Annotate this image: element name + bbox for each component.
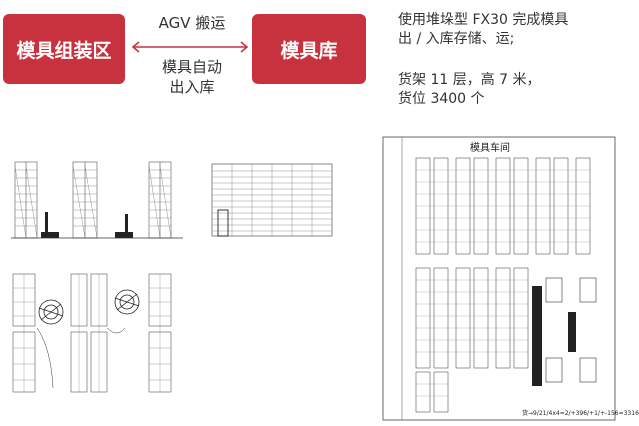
agv-transport-label: AGV 搬运 [158,14,226,32]
mold-warehouse-box: 模具库 [252,14,366,84]
rack-plan-view-drawing [12,273,172,393]
bidirectional-arrow [131,41,249,53]
auto-in-out-label-line1: 模具自动 [161,58,222,76]
auto-in-out-label: 模具自动 出入库 [134,58,250,97]
layout-drawing-footnote: 货→9/21/4x4=2/+396/+1/+-156=3316 [522,410,639,417]
note-line-4: 货位 3400 个 [398,90,485,107]
rack-specification: 货架 11 层，高 7 米， 货位 3400 个 [398,71,620,109]
layout-drawing-title: 模具车间 [470,143,510,154]
auto-in-out-label-line2: 出入库 [169,77,215,96]
note-line-2: 出 / 入库存储、运; [398,30,515,47]
warehouse-layout-drawing [382,136,616,421]
note-line-1: 使用堆垛型 FX30 完成模具 [398,12,569,28]
stacker-description: 使用堆垛型 FX30 完成模具 出 / 入库存储、运; [398,11,620,49]
rack-front-elevation-drawing [211,163,333,237]
rack-side-elevation-drawing [11,161,183,239]
note-line-3: 货架 11 层，高 7 米， [398,72,541,88]
mold-assembly-area-box: 模具组装区 [3,14,125,84]
